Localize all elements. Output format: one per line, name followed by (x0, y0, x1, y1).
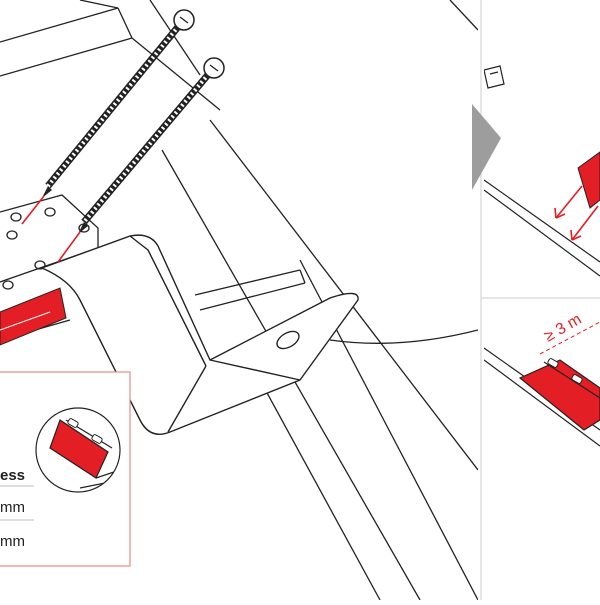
next-step-arrow-icon (472, 104, 501, 190)
inset-label-1: ess (0, 467, 25, 484)
plate-hole (10, 212, 22, 222)
plate-hole (6, 230, 18, 240)
z-bracket (41, 234, 359, 435)
screw-right (78, 57, 225, 234)
screw-left (42, 9, 195, 198)
inset-label-3: mm (0, 533, 25, 550)
bracket-slot (276, 330, 300, 350)
red-strip (0, 287, 67, 346)
placement-arrows (554, 185, 599, 241)
frame-lines (161, 0, 478, 600)
spacing-label: ≥ 3 m (542, 311, 585, 346)
detail-inset: ess mm mm (0, 371, 131, 567)
plate-hole (44, 207, 56, 217)
plate-hole (34, 260, 46, 270)
right-top-panel (484, 65, 600, 277)
top-beam (0, 0, 221, 111)
right-bottom-panel: ≥ 3 m (484, 311, 600, 447)
insertion-guides (21, 195, 81, 263)
inset-label-2: mm (0, 499, 25, 516)
plate-hole (2, 280, 14, 290)
